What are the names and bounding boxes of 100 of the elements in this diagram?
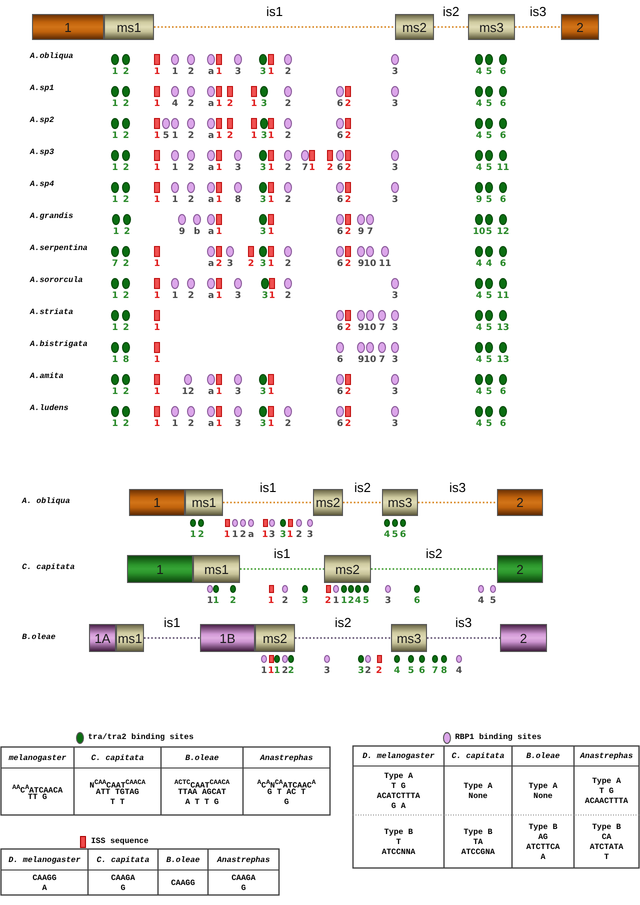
legend-text: tra/tra2 binding sites bbox=[88, 733, 194, 742]
site-number: 6 bbox=[418, 666, 426, 676]
cell-text: None bbox=[468, 792, 488, 800]
cell-text: Type A bbox=[384, 772, 413, 780]
site-number: 3 bbox=[392, 99, 398, 109]
site-number: 1 bbox=[112, 195, 118, 205]
site-number: 4 bbox=[476, 291, 482, 301]
site-number: 2 bbox=[284, 131, 292, 141]
site-number: 6 bbox=[500, 131, 506, 141]
site-number: 3 bbox=[260, 99, 268, 109]
exon-box: 1 bbox=[127, 555, 193, 583]
site-number: 13 bbox=[496, 355, 510, 365]
site-number: 2 bbox=[122, 67, 130, 77]
site-number: 2 bbox=[284, 195, 292, 205]
site-number: a bbox=[248, 530, 254, 540]
site-number: 13 bbox=[496, 323, 510, 333]
site-number: 12 bbox=[182, 387, 194, 397]
site-number: 1 bbox=[216, 67, 222, 77]
site-number: 4 bbox=[456, 666, 462, 676]
exon-box: 2 bbox=[497, 555, 543, 583]
intron-line bbox=[434, 26, 468, 28]
site-number: 5 bbox=[486, 131, 492, 141]
intron-line bbox=[240, 568, 324, 570]
splicing-segment-box: ms1 bbox=[193, 555, 240, 583]
edge-label: is3 bbox=[454, 616, 473, 630]
cell-text: Type A bbox=[528, 782, 558, 790]
site-number: 2 bbox=[344, 131, 352, 141]
edge-label: is1 bbox=[265, 5, 284, 19]
splicing-segment-box: ms2 bbox=[313, 489, 343, 516]
site-number: 10 bbox=[364, 323, 376, 333]
site-number: 1 bbox=[154, 195, 160, 205]
cell-text: G A bbox=[391, 802, 406, 810]
site-number: a bbox=[208, 291, 214, 301]
site-number: 3 bbox=[384, 596, 392, 606]
site-number: a bbox=[208, 259, 214, 269]
site-number: 1 bbox=[206, 596, 214, 606]
site-number: 1 bbox=[112, 163, 118, 173]
site-number: 3 bbox=[260, 195, 266, 205]
species-name: A.ludens bbox=[30, 404, 68, 413]
site-number: 6 bbox=[500, 259, 506, 269]
intron-line bbox=[418, 502, 497, 504]
site-number: 5 bbox=[490, 596, 496, 606]
intron-line bbox=[144, 637, 200, 639]
column-header: B.oleae bbox=[185, 754, 219, 762]
site-number: 1 bbox=[268, 67, 274, 77]
site-number: 4 bbox=[476, 355, 482, 365]
intron-line bbox=[154, 26, 395, 28]
site-number: a bbox=[208, 387, 214, 397]
column-header: melanogaster bbox=[8, 754, 66, 762]
intron-line bbox=[343, 502, 382, 504]
site-number: 3 bbox=[260, 419, 266, 429]
splicing-segment-box: ms1 bbox=[104, 14, 154, 40]
site-number: a bbox=[208, 131, 214, 141]
site-number: 2 bbox=[240, 530, 246, 540]
legend-text: RBP1 binding sites bbox=[455, 733, 542, 742]
site-number: 1 bbox=[154, 291, 160, 301]
column-header: D. melanogaster bbox=[8, 856, 80, 864]
site-number: 2 bbox=[226, 99, 234, 109]
site-number: 3 bbox=[234, 67, 242, 77]
column-header: C. capitata bbox=[96, 856, 150, 864]
site-number: 2 bbox=[122, 131, 130, 141]
cell-text: A bbox=[540, 852, 546, 862]
site-number: 1 bbox=[216, 291, 222, 301]
column-header: D. melanogaster bbox=[362, 752, 434, 761]
cell-text: T G bbox=[599, 786, 614, 796]
site-number: 6 bbox=[336, 387, 344, 397]
exon-box: 1 bbox=[129, 489, 185, 516]
site-number: 3 bbox=[392, 163, 398, 173]
cell-text: CAAGA bbox=[111, 874, 135, 882]
site-number: 1 bbox=[268, 419, 274, 429]
site-number: 1 bbox=[216, 163, 222, 173]
site-number: 3 bbox=[392, 419, 398, 429]
site-number: 1 bbox=[268, 666, 274, 676]
site-number: 2 bbox=[364, 666, 372, 676]
cell-text: ATCCGNA bbox=[461, 848, 495, 856]
site-number: 2 bbox=[344, 163, 352, 173]
site-number: 1 bbox=[112, 131, 118, 141]
site-number: 2 bbox=[188, 99, 194, 109]
exon-box: 2 bbox=[497, 489, 543, 516]
site-number: a bbox=[208, 67, 214, 77]
site-number: 1 bbox=[268, 131, 274, 141]
site-number: 3 bbox=[358, 666, 364, 676]
site-number: 3 bbox=[260, 259, 266, 269]
species-name: A.obliqua bbox=[30, 52, 74, 61]
site-number: 1 bbox=[268, 291, 276, 301]
column-header: Anastrephas bbox=[260, 754, 313, 762]
species-name: A.sp3 bbox=[30, 148, 54, 157]
species-name: A.bistrigata bbox=[30, 340, 88, 349]
site-number: 1 bbox=[154, 99, 160, 109]
species-name: A.serpentina bbox=[30, 244, 88, 253]
site-number: 3 bbox=[260, 67, 266, 77]
site-number: 10 bbox=[364, 259, 376, 269]
cell-text: AG bbox=[538, 832, 548, 842]
site-number: 2 bbox=[122, 419, 130, 429]
exon-box: 2 bbox=[561, 14, 599, 40]
site-number: 9 bbox=[358, 227, 364, 237]
site-number: 2 bbox=[188, 195, 194, 205]
site-number: 1 bbox=[154, 355, 160, 365]
site-number: 1 bbox=[154, 67, 160, 77]
site-number: 2 bbox=[248, 259, 254, 269]
